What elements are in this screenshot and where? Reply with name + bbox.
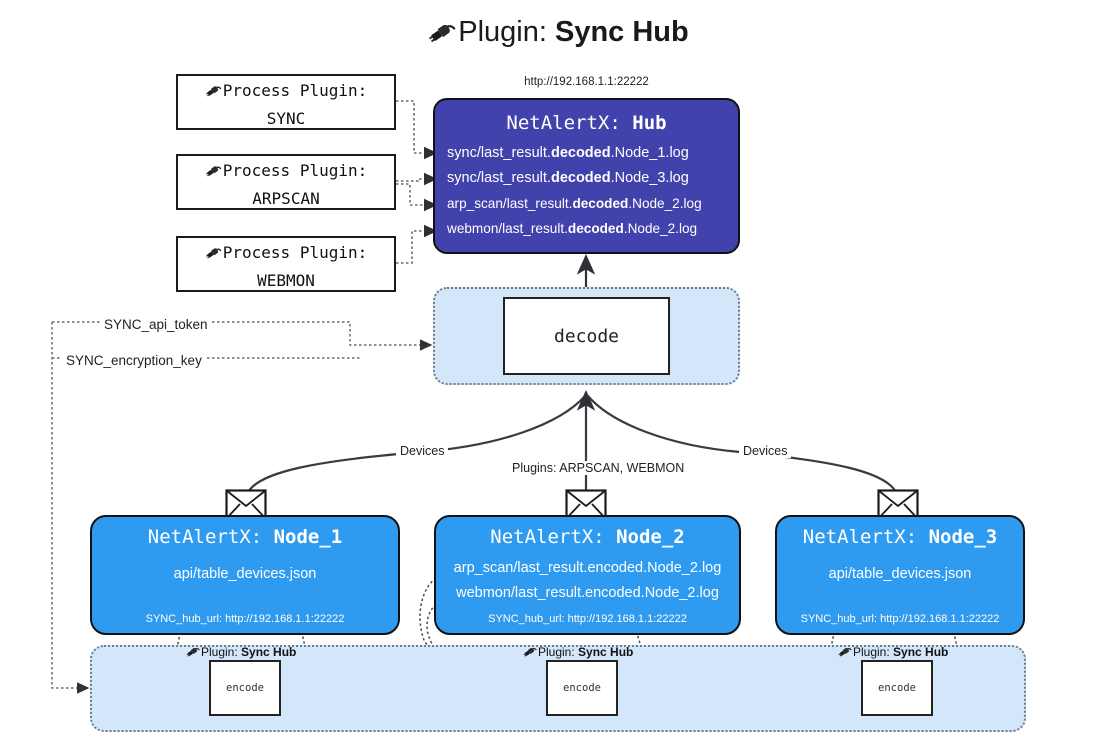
hub-title-prefix: NetAlertX: [506,112,633,134]
encode-box-node-2[interactable]: encode [546,660,618,716]
node-1-title: NetAlertX: Node_1 [147,526,343,548]
plug-icon [838,645,852,661]
process-plugin-sync-name: SYNC [266,109,306,128]
plug-icon [186,645,200,661]
process-plugin-webmon[interactable]: Process Plugin: WEBMON [176,236,396,292]
wire-sync-to-hub [396,100,438,160]
node-payload-line: arp_scan/last_result.encoded.Node_2.log [453,560,722,576]
plug-icon [523,645,537,661]
decode-box[interactable]: decode [503,297,670,375]
hub-log-line: sync/last_result.decoded.Node_3.log [447,170,689,186]
hub-node[interactable]: NetAlertX: Hub sync/last_result.decoded.… [433,98,740,254]
node-1-payload-list: api/table_devices.json [92,562,398,587]
edge-label-devices-left: Devices [396,444,449,458]
node-3-hub-url: SYNC_hub_url: http://192.168.1.1:22222 [800,613,1000,625]
encode-box-node-1[interactable]: encode [209,660,281,716]
envelope-icon [877,489,919,520]
node-3-payload-list: api/table_devices.json [777,562,1023,587]
process-plugin-webmon-line1: Process Plugin: [178,240,394,268]
wire-keys-to-plugin-band [51,322,90,694]
plug-icon [205,242,222,268]
node-2-payload-list: arp_scan/last_result.encoded.Node_2.log … [436,556,739,606]
wire-arpscan-to-hub-b [396,183,438,212]
node-2-hub-url: SYNC_hub_url: http://192.168.1.1:22222 [488,613,687,625]
encode-box-node-3[interactable]: encode [861,660,933,716]
process-plugin-webmon-title: Process Plugin: [222,243,368,262]
wire-webmon-to-hub [396,224,438,264]
process-plugin-arpscan-name: ARPSCAN [252,189,320,208]
node-1-hub-url: SYNC_hub_url: http://192.168.1.1:22222 [145,613,345,625]
process-plugin-sync-title: Process Plugin: [222,81,368,100]
node-box-node-3[interactable]: NetAlertX: Node_3 api/table_devices.json… [775,515,1025,635]
process-plugin-sync[interactable]: Process Plugin: SYNC [176,74,396,130]
node-box-node-1[interactable]: NetAlertX: Node_1 api/table_devices.json… [90,515,400,635]
process-plugin-sync-line1: Process Plugin: [178,78,394,106]
plug-icon [428,19,456,53]
hub-url-label: http://192.168.1.1:22222 [524,76,649,88]
node-payload-line: webmon/last_result.encoded.Node_2.log [456,585,719,601]
plugin-tag-node-2: Plugin: Sync Hub [523,645,633,661]
node-box-node-2[interactable]: NetAlertX: Node_2 arp_scan/last_result.e… [434,515,741,635]
hub-log-line: webmon/last_result.decoded.Node_2.log [447,221,698,236]
envelope-icon [565,489,607,520]
plug-icon [205,80,222,106]
page-title: Plugin: Sync Hub [0,16,1117,53]
process-plugin-arpscan-line1: Process Plugin: [178,158,394,186]
page-title-name: Sync Hub [554,16,689,48]
node-payload-line: api/table_devices.json [828,566,972,582]
node-payload-line: api/table_devices.json [173,566,317,582]
hub-title: NetAlertX: Hub [435,112,738,134]
hub-log-list: sync/last_result.decoded.Node_1.log sync… [435,141,738,241]
hub-title-name: Hub [632,112,667,134]
page-title-prefix: Plugin: [458,16,555,48]
node-2-title: NetAlertX: Node_2 [490,526,685,548]
hub-log-line: arp_scan/last_result.decoded.Node_2.log [447,196,702,211]
edge-label-devices-right: Devices [739,444,792,458]
process-plugin-arpscan[interactable]: Process Plugin: ARPSCAN [176,154,396,210]
process-plugin-webmon-name: WEBMON [257,271,315,290]
process-plugin-arpscan-title: Process Plugin: [222,161,368,180]
plugin-tag-node-3: Plugin: Sync Hub [838,645,948,661]
node-3-title: NetAlertX: Node_3 [802,526,998,548]
wire-arpscan-to-hub-a [396,172,438,186]
sync-encryption-key-label: SYNC_encryption_key [62,353,206,368]
edge-label-plugins: Plugins: ARPSCAN, WEBMON [508,461,689,475]
plugin-tag-node-1: Plugin: Sync Hub [186,645,296,661]
plug-icon [205,160,222,186]
hub-log-line: sync/last_result.decoded.Node_1.log [447,145,689,161]
sync-api-token-label: SYNC_api_token [100,317,212,332]
